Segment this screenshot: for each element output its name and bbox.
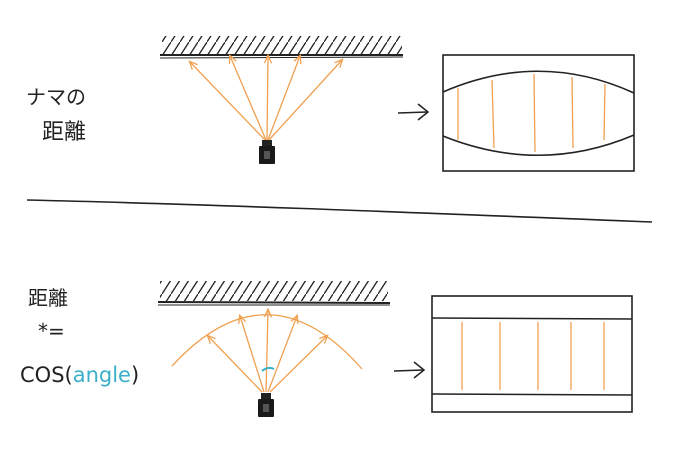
top-camera-icon: [259, 140, 275, 164]
top-result-frame: [442, 54, 635, 172]
bottom-result-frame: [431, 295, 633, 413]
top-ray: [190, 62, 266, 141]
cos-suffix: ): [131, 363, 139, 387]
top-ray: [267, 56, 268, 141]
top-ray: [230, 56, 267, 141]
cos-formula: COS(angle): [20, 363, 139, 387]
bottom-label-line1: 距離: [28, 286, 68, 310]
top-ray: [267, 56, 300, 141]
cos-prefix: COS(: [20, 363, 73, 387]
bottom-ray: [208, 336, 263, 393]
cos-argument: angle: [73, 363, 131, 387]
bottom-wall: [157, 281, 391, 306]
top-rays: [190, 56, 342, 141]
bottom-camera-icon: [258, 393, 274, 417]
bottom-ray: [267, 316, 297, 393]
top-panel: ナマの 距離: [26, 36, 635, 172]
bottom-rays: [208, 310, 327, 393]
bottom-result-arrow: [393, 361, 426, 379]
bottom-label-line2: *=: [38, 319, 65, 343]
top-result-arrow: [397, 103, 430, 121]
top-label-line2: 距離: [42, 120, 86, 145]
top-label-line1: ナマの: [26, 85, 86, 109]
bottom-ray: [240, 316, 265, 393]
bottom-ray: [269, 336, 327, 393]
top-wall: [159, 36, 404, 59]
angle-mark: [261, 366, 275, 372]
bottom-ray: [266, 310, 268, 393]
bottom-panel: 距離 *= COS(angle): [20, 281, 633, 417]
top-ray: [268, 60, 342, 141]
section-divider: [26, 199, 653, 223]
